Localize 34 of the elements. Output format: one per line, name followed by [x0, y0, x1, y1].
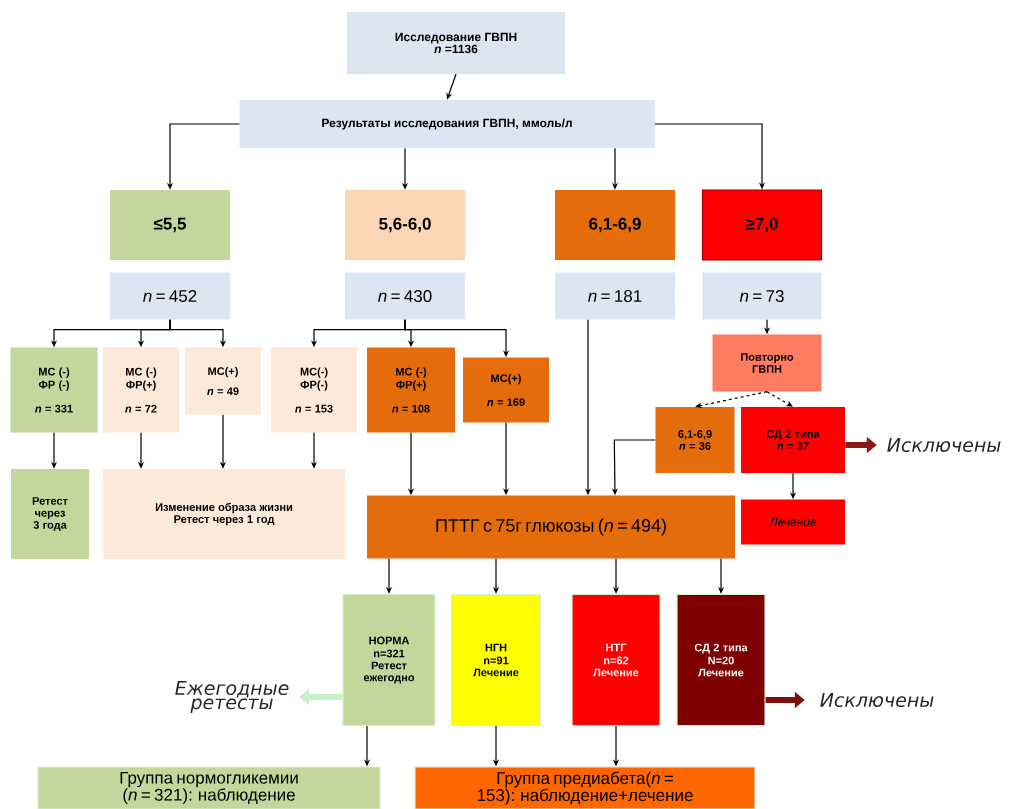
- flow-box: n = 430: [345, 272, 465, 320]
- flow-box: МС (-) ФР (-) n = 331: [10, 347, 98, 433]
- flow-box: n = 452: [110, 272, 230, 320]
- note-text: Исключены: [820, 692, 934, 708]
- flow-box: Ретест через 3 года: [11, 469, 89, 559]
- flow-box: n = 73: [702, 272, 822, 320]
- flow-box: Исследование ГВПН n =1136: [347, 12, 565, 74]
- flow-box: СД 2 типа N=20 Лечение: [676, 593, 766, 727]
- flow-box: НГН n=91 Лечение: [450, 593, 542, 727]
- flow-box: НТГ n=62 Лечение: [571, 593, 661, 727]
- note-text: Исключены: [887, 437, 1001, 453]
- flow-box: Группа нормогликемии (n = 321): наблюдение: [37, 766, 381, 809]
- flow-box: 6,1-6,9 n = 36: [655, 407, 735, 473]
- flow-box: МС (-) ФР(+) n = 108: [367, 347, 455, 433]
- note-text: Ежегодные ретесты: [175, 681, 289, 714]
- flow-box: ≤5,5: [110, 190, 230, 260]
- flow-box: МС(+) n = 169: [463, 357, 549, 423]
- flow-box: СД 2 типа n = 37: [741, 407, 845, 473]
- flow-box: Группа предиабета(n = 153): наблюдение+лечение: [414, 766, 756, 809]
- flow-box: Изменение образа жизни Ретест через 1 год: [103, 469, 345, 559]
- flow-box: НОРМА n=321 Ретест ежегодно: [342, 593, 436, 727]
- arrow: [766, 391, 793, 407]
- flow-box: ПТТГ с 75г глюкозы (n = 494): [367, 495, 735, 559]
- flow-box: 6,1-6,9: [555, 190, 675, 260]
- flow-box: МС (-) ФР(+) n = 72: [103, 347, 179, 433]
- flow-box: 5,6-6,0: [345, 190, 465, 260]
- arrow: [695, 391, 768, 409]
- flow-box: Лечение: [741, 499, 845, 545]
- flow-box: ≥7,0: [701, 189, 823, 261]
- flow-box: Повторно ГВПН: [712, 334, 822, 392]
- flow-box: Результаты исследования ГВПН, ммоль/л: [239, 100, 655, 148]
- flow-box: МС(-) ФР(-) n = 153: [271, 347, 357, 433]
- flow-box: n = 181: [555, 272, 675, 320]
- flow-box: МС(+) n = 49: [185, 347, 261, 415]
